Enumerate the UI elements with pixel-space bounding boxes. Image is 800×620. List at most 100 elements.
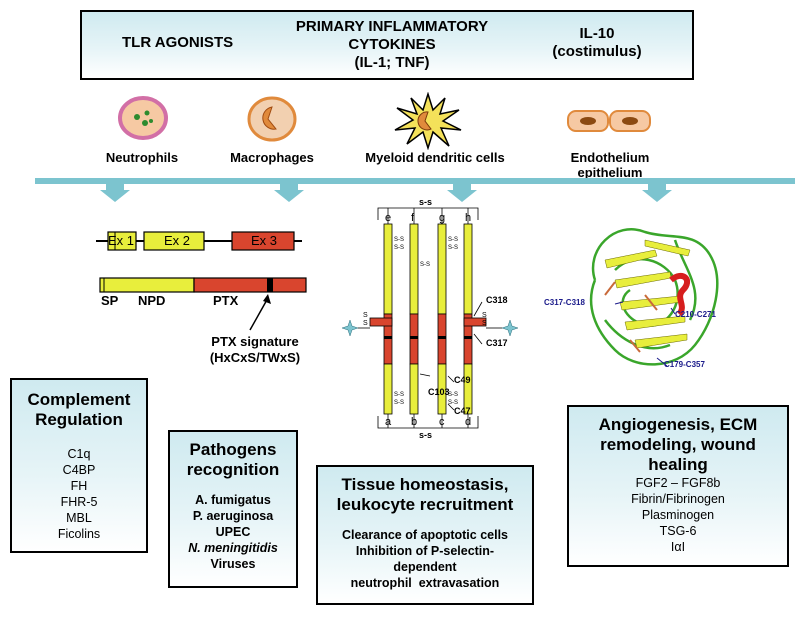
primary-cytokines-line3: (IL-1; TNF): [354, 54, 430, 71]
right-s-label-1: S: [482, 312, 487, 319]
svg-text:S-S: S-S: [394, 237, 404, 243]
tissue-item: Inhibition of P-selectin-: [355, 544, 495, 558]
chain-label-a: a: [385, 416, 392, 428]
sp-label: SP: [101, 293, 119, 308]
angio-item: Fibrin/Fibrinogen: [631, 492, 725, 506]
ptx-domain-ribbon-structure: [589, 228, 719, 367]
ptx-signature-mark: [267, 278, 273, 292]
ptx-signature-label-line1: PTX signature: [211, 334, 299, 349]
exon-1-label: Ex 1: [108, 233, 135, 248]
angio-item: FGF2 – FGF8b: [635, 476, 721, 490]
c47-label: C47: [454, 406, 471, 416]
pathogens-recognition-box: Pathogens recognition A. fumigatus P. ae…: [168, 430, 298, 588]
pathogen-item: P. aeruginosa: [192, 509, 274, 523]
c210-c271-label: C210-C271: [675, 310, 716, 319]
stimulus-header-box: TLR AGONISTS PRIMARY INFLAMMATORY CYTOKI…: [80, 10, 694, 80]
down-arrow-icon: [100, 184, 130, 202]
complement-item: Ficolins: [57, 527, 101, 541]
angio-item: TSG-6: [659, 524, 697, 538]
angio-title-line2: remodeling, wound: [600, 435, 756, 454]
pathogens-title-line1: Pathogens: [189, 440, 277, 459]
chain-label-e: e: [385, 212, 392, 224]
svg-text:S-S: S-S: [394, 392, 404, 398]
svg-text:S-S: S-S: [394, 400, 404, 406]
flow-bar: [35, 178, 795, 202]
complement-regulation-box: Complement Regulation C1q C4BP FH FHR-5 …: [10, 378, 148, 553]
complement-title-line1: Complement: [27, 390, 131, 409]
tissue-item: dependent: [393, 560, 457, 574]
svg-text:S-S: S-S: [448, 245, 458, 251]
ptx3-octamer-structure: S-S S-S S-S S-S S-S S-S S-S S-S S-S: [341, 207, 519, 429]
angiogenesis-box: Angiogenesis, ECM remodeling, wound heal…: [567, 405, 789, 567]
c317-c318-label: C317-C318: [544, 298, 585, 307]
c103-label: C103: [428, 387, 450, 397]
svg-text:S-S: S-S: [448, 392, 458, 398]
chain-label-f: f: [411, 212, 415, 224]
complement-item: C4BP: [62, 463, 96, 477]
svg-text:S-S: S-S: [420, 262, 430, 268]
primary-cytokines-line1: PRIMARY INFLAMMATORY: [295, 18, 489, 35]
ptx-domain: [193, 277, 307, 293]
left-s-label-1: S: [363, 312, 368, 319]
angio-item: IαI: [670, 540, 686, 554]
angio-title-line3: healing: [648, 455, 708, 474]
pathogens-title-line2: recognition: [186, 460, 280, 479]
c49-label: C49: [454, 375, 471, 385]
chain-label-c: c: [439, 416, 445, 428]
macrophages-label: Macrophages: [230, 150, 314, 165]
exon-3-label: Ex 3: [251, 233, 278, 248]
chain-label-b: b: [411, 416, 418, 428]
svg-text:S-S: S-S: [448, 400, 458, 406]
exon-2-label: Ex 2: [164, 233, 191, 248]
svg-text:S-S: S-S: [394, 245, 404, 251]
svg-text:S-S: S-S: [448, 237, 458, 243]
tissue-homeostasis-box: Tissue homeostasis, leukocyte recruitmen…: [316, 465, 534, 605]
neutrophils-label: Neutrophils: [105, 150, 179, 165]
primary-cytokines-line2: CYTOKINES: [348, 36, 436, 53]
tissue-item: neutrophil extravasation: [350, 576, 500, 590]
dendritic-cell-icon: [394, 92, 462, 150]
pathogen-item: UPEC: [215, 525, 251, 539]
top-ss-label: s-s: [419, 197, 433, 207]
il10-line1: IL-10: [579, 25, 615, 42]
macrophage-icon: [247, 96, 297, 142]
tissue-title-line1: Tissue homeostasis,: [341, 475, 509, 494]
chain-label-g: g: [439, 212, 446, 224]
tlr-agonists-label: TLR AGONISTS: [122, 34, 234, 51]
npd-label: NPD: [138, 293, 166, 308]
neutrophil-icon: [118, 96, 168, 140]
tissue-title-line2: leukocyte recruitment: [336, 495, 514, 514]
angio-title-line1: Angiogenesis, ECM: [598, 415, 758, 434]
pathogen-item: Viruses: [210, 557, 256, 571]
chain-label-h: h: [465, 212, 472, 224]
bottom-ss-label: s-s: [419, 430, 433, 440]
c179-c357-label: C179-C357: [664, 360, 705, 369]
tissue-item: Clearance of apoptotic cells: [341, 528, 509, 542]
gene-structure-diagram: [96, 231, 307, 331]
npd-domain: [99, 277, 195, 293]
complement-item: FHR-5: [60, 495, 98, 509]
endothelium-label: Endothelium: [570, 150, 650, 165]
ptx-label: PTX: [213, 293, 239, 308]
left-s-label-2: S: [363, 320, 368, 327]
il10-line2: (costimulus): [552, 43, 642, 60]
pathogen-item: A. fumigatus: [195, 493, 271, 507]
exon-2: [143, 231, 205, 251]
complement-item: FH: [70, 479, 88, 493]
down-arrow-icon: [447, 184, 477, 202]
complement-item: C1q: [67, 447, 91, 461]
ptx-signature-label-line2: (HxCxS/TWxS): [209, 350, 301, 365]
pathogen-item: N. meningitidis: [188, 541, 278, 555]
c317-label: C317: [486, 338, 508, 348]
endothelium-icon: [567, 110, 651, 132]
chain-label-d: d: [465, 416, 472, 428]
exon-3: [231, 231, 295, 251]
down-arrow-icon: [642, 184, 672, 202]
epithelium-label: epithelium: [577, 165, 643, 180]
dendritic-cells-label: Myeloid dendritic cells: [365, 150, 505, 165]
down-arrow-icon: [274, 184, 304, 202]
angio-item: Plasminogen: [641, 508, 715, 522]
complement-item: MBL: [66, 511, 92, 525]
right-s-label-2: S: [482, 320, 487, 327]
complement-title-line2: Regulation: [35, 410, 123, 429]
